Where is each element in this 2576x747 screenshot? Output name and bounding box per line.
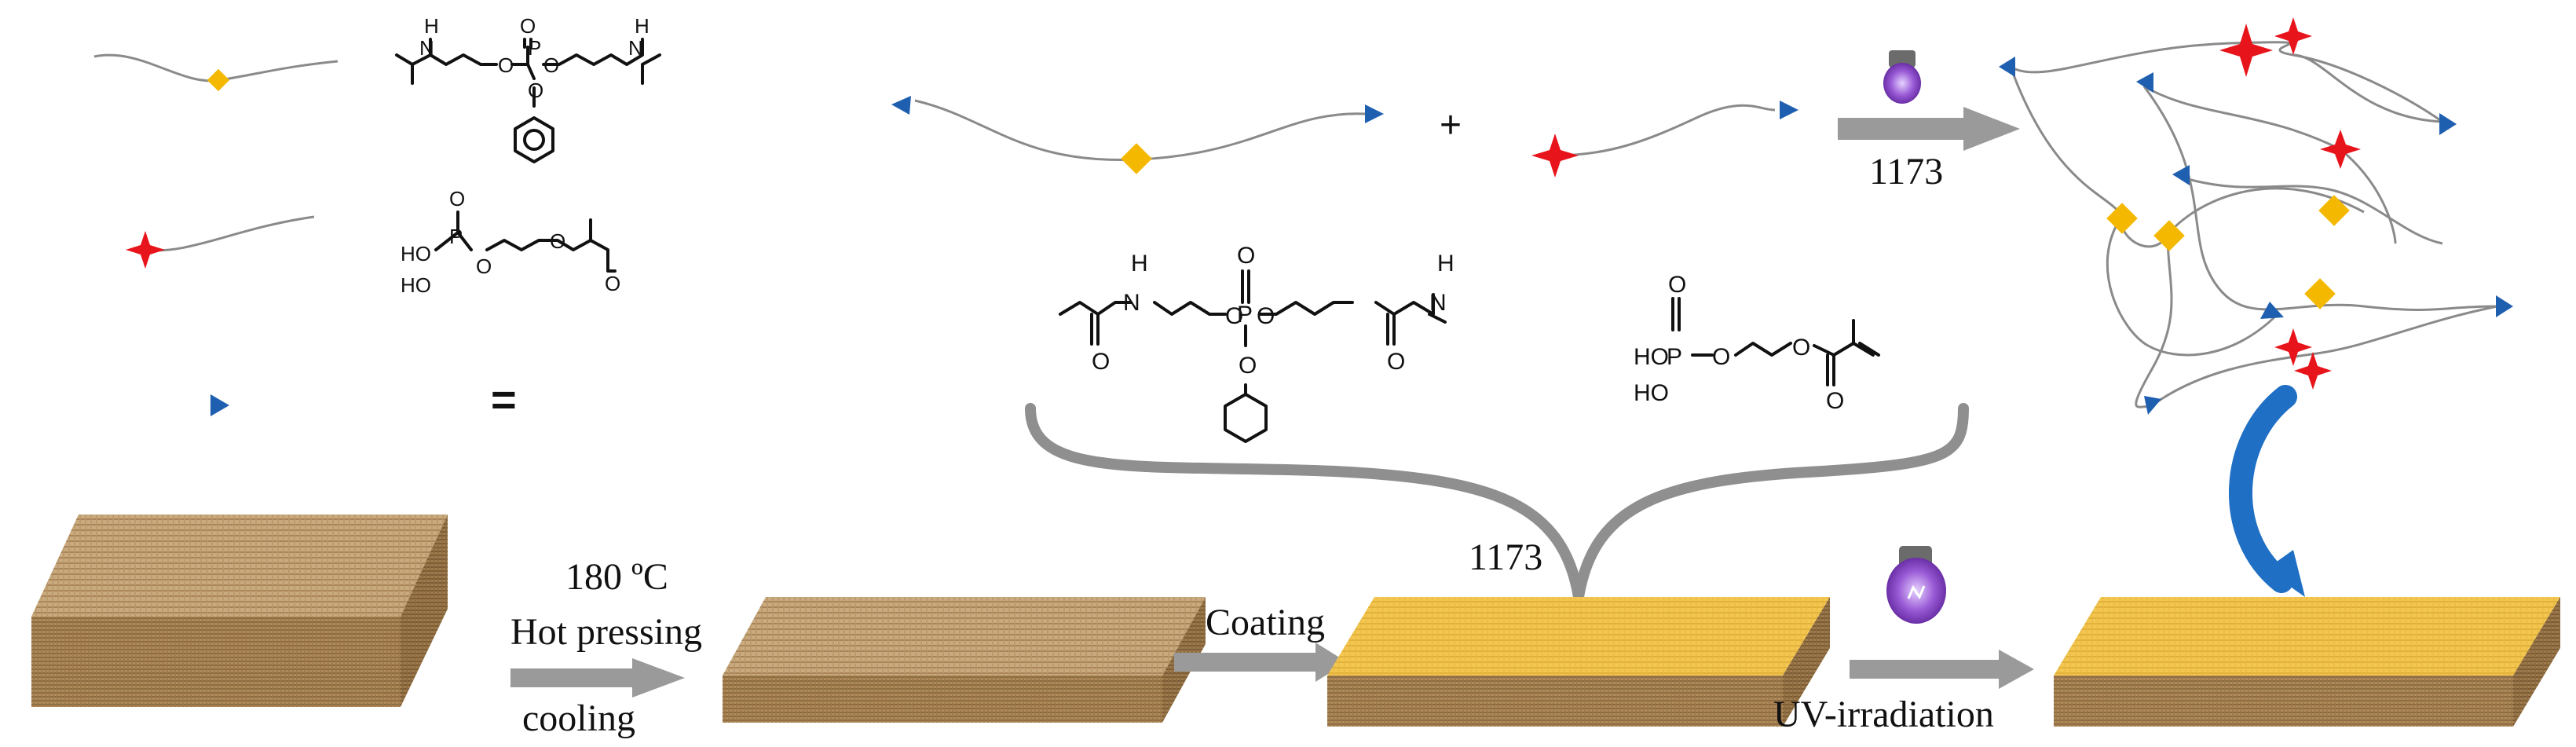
crosslinker-atom: O (1092, 349, 1110, 375)
hot-press-label: Hot pressing (510, 611, 702, 653)
network-triangle (2439, 113, 2457, 135)
network-diamond (2153, 220, 2185, 251)
board-coated (1327, 597, 1830, 727)
network-diamond (2304, 278, 2336, 309)
crosslinker-atom: O (1387, 349, 1405, 375)
monomer-atom: O (1792, 335, 1810, 361)
monomer-chain (1554, 104, 1776, 157)
legend-monomer-atom: O (550, 229, 565, 253)
board-raw-pressed (723, 597, 1206, 723)
hot-press-arrow (510, 658, 685, 698)
hot-press-sublabel: cooling (522, 698, 635, 739)
triangle-end (1780, 101, 1798, 119)
crosslinker-atom: H (1437, 251, 1454, 276)
network-triangle (2496, 295, 2513, 317)
legend-crosslinker-atom: P (528, 36, 541, 60)
uv-irradiation-label: UV-irradiation (1773, 694, 1994, 735)
network-triangle (2172, 165, 2190, 185)
legend-crosslinker-atom: H (635, 14, 649, 38)
double-bond-symbol: = (491, 375, 517, 424)
monomer-atom: P (1667, 344, 1682, 370)
crosslinker-atom: O (1257, 303, 1275, 329)
reaction-scheme: + 1173 H N O O P (891, 50, 2020, 602)
uv-lamp-icon (1883, 50, 1921, 104)
legend-crosslinker-atom: O (528, 79, 543, 102)
monomer-star (1531, 134, 1579, 178)
monomer-atom: HO (1634, 344, 1669, 370)
crosslinker-atom: O (1225, 303, 1243, 329)
network-star (2320, 130, 2361, 169)
network-triangle (2136, 72, 2153, 93)
legend-monomer-atom: HO (401, 242, 431, 265)
curved-link-arrow (2229, 385, 2305, 597)
board-cured (2054, 597, 2560, 727)
network-triangle (2144, 396, 2161, 415)
photoinitiator-label: 1173 (1869, 151, 1943, 192)
legend-triangle-marker (210, 394, 229, 416)
legend-crosslinker-atom: H (424, 14, 439, 38)
uv-reaction-arrow (1838, 107, 2020, 151)
crosslinked-network (1999, 17, 2513, 415)
mixture-photoinitiator-label: 1173 (1469, 536, 1542, 578)
legend-diamond-marker (207, 68, 230, 92)
legend-star-marker (126, 231, 165, 269)
legend-monomer-chain (145, 215, 315, 252)
legend-crosslinker-atom: N (628, 36, 643, 60)
legend-monomer-atom: P (449, 225, 463, 248)
monomer-atom: O (1712, 344, 1730, 370)
crosslinker-atom: N (1123, 290, 1140, 316)
crosslinker-atom: O (1239, 353, 1257, 379)
crosslinker-atom: H (1131, 251, 1148, 276)
monomer-atom: O (1668, 272, 1686, 298)
monomer-atom: O (1826, 388, 1844, 414)
legend-crosslinker-structure: H N O P O O O H N (395, 14, 661, 163)
legend-monomer-atom: O (449, 187, 465, 211)
uv-lamp-icon (1886, 546, 1946, 624)
legend-monomer-atom: O (605, 272, 620, 295)
legend-crosslinker-atom: N (419, 36, 434, 60)
legend-crosslinker-atom: O (498, 53, 514, 77)
coating-arrow (1174, 643, 1347, 682)
legend-crosslinker-atom: O (543, 53, 559, 77)
crosslinker-diamond (1121, 143, 1152, 174)
network-star (2274, 17, 2312, 55)
network-star (2274, 328, 2312, 366)
network-diamond (2318, 195, 2350, 226)
crosslinker-atom: P (1237, 302, 1253, 328)
crosslinker-atom: O (1237, 243, 1255, 269)
board-raw-thick (31, 514, 448, 707)
legend-monomer-atom: O (476, 254, 492, 278)
network-star (2219, 24, 2273, 77)
network-diamond (2106, 203, 2138, 234)
coating-label: Coating (1206, 602, 1325, 643)
monomer-structure-large: O HO P HO O O O (1634, 272, 1880, 414)
monomer-atom: HO (1634, 380, 1669, 406)
crosslinker-structure-large: H N O O P O O O H N O (1059, 243, 1454, 443)
network-triangle (1999, 57, 2015, 77)
plus-sign: + (1440, 104, 1462, 146)
hot-press-temperature: 180 ºC (565, 556, 668, 598)
legend-crosslinker-atom: O (520, 14, 536, 38)
triangle-end (891, 96, 911, 115)
network-star (2294, 352, 2332, 390)
mixing-brace (1025, 403, 1969, 602)
crosslinker-atom: N (1429, 290, 1447, 316)
triangle-end (1365, 104, 1384, 123)
legend: H N O P O O O H N O HO P HO O O O = (93, 14, 661, 424)
legend-monomer-atom: HO (401, 273, 431, 297)
uv-irradiation-arrow (1850, 650, 2034, 689)
network-triangle (2260, 302, 2284, 319)
legend-monomer-structure: O HO P HO O O O (401, 187, 620, 297)
